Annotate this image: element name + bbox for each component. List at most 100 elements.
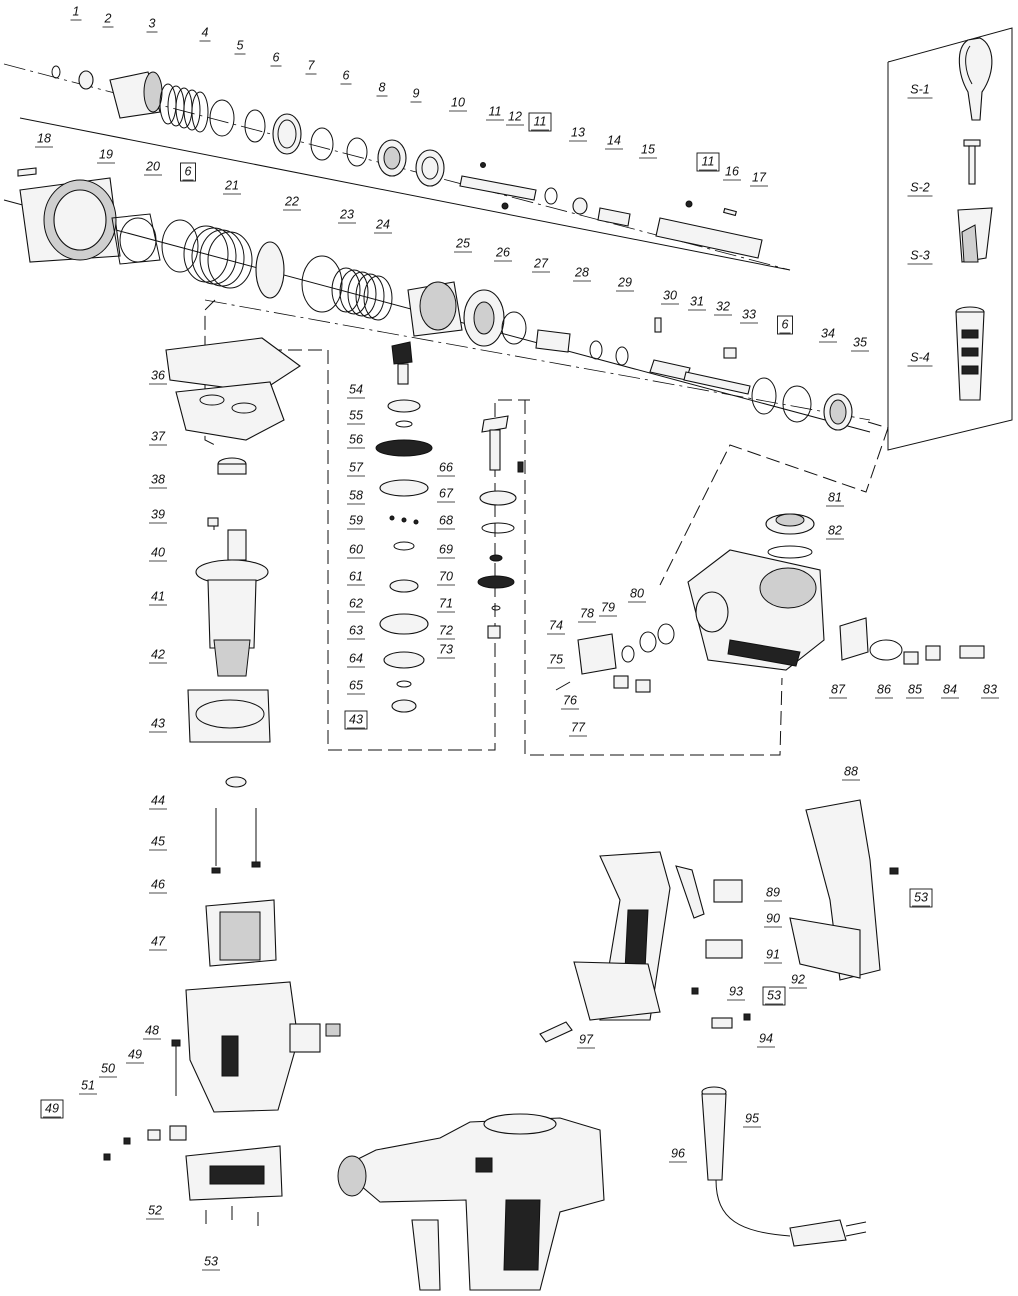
callout-43: 43 <box>149 716 167 733</box>
callout-label: 37 <box>151 429 166 443</box>
callout-label: 60 <box>349 542 363 556</box>
motor-column <box>103 337 341 1226</box>
callout-60: 60 <box>347 542 365 559</box>
callout-38: 38 <box>149 472 167 489</box>
callout-83: 83 <box>981 682 999 699</box>
side-handle-strap <box>958 37 993 121</box>
callout-label: 83 <box>983 682 997 696</box>
callout-label: 11 <box>489 104 502 118</box>
callout-39: 39 <box>149 507 167 524</box>
callout-box <box>696 152 720 172</box>
callout-52: 52 <box>146 1203 164 1220</box>
callout-label: 44 <box>151 793 165 807</box>
callout-label: 32 <box>716 299 730 313</box>
callout-label: 75 <box>549 652 563 666</box>
handle-assembly <box>539 799 899 1043</box>
callout-label: 16 <box>725 164 739 178</box>
callout-76: 76 <box>561 693 579 710</box>
callout-10: 10 <box>449 95 467 112</box>
callout-label: 95 <box>745 1111 759 1125</box>
callout-67: 67 <box>437 486 455 503</box>
callout-64: 64 <box>347 651 365 668</box>
callout-12: 12 <box>506 109 524 126</box>
callout-29: 29 <box>616 275 634 292</box>
callout-label: 26 <box>495 245 510 259</box>
callout-11: 11 <box>486 104 504 121</box>
callout-42: 42 <box>149 647 167 664</box>
callout-label: 6 <box>185 164 192 178</box>
callout-label: 42 <box>151 647 165 661</box>
callout-label: 97 <box>579 1032 594 1046</box>
callout-label: S-3 <box>910 248 930 262</box>
gear-column <box>375 341 524 713</box>
callout-box <box>528 112 552 132</box>
callout-35: 35 <box>851 335 869 352</box>
callout-label: 17 <box>752 170 767 184</box>
callout-77: 77 <box>569 720 587 737</box>
callout-11: 11 <box>528 112 552 132</box>
power-cord <box>701 1086 867 1247</box>
callout-label: 55 <box>349 408 363 422</box>
callout-label: 89 <box>766 885 780 899</box>
callout-51: 51 <box>79 1078 97 1095</box>
callout-31: 31 <box>688 294 706 311</box>
callout-49: 49 <box>126 1047 144 1064</box>
callout-65: 65 <box>347 678 365 695</box>
callout-label: 71 <box>439 596 453 610</box>
callout-24: 24 <box>374 217 392 234</box>
callout-label: 28 <box>574 265 589 279</box>
callout-label: 53 <box>914 890 928 904</box>
callout-label: 53 <box>767 988 781 1002</box>
callout-20: 20 <box>144 159 162 176</box>
callout-label: 53 <box>204 1254 218 1268</box>
callout-96: 96 <box>669 1146 687 1163</box>
callout-label: 57 <box>349 460 364 474</box>
callout-label: 7 <box>308 58 316 72</box>
callout-79: 79 <box>599 600 617 617</box>
callout-label: 2 <box>104 11 112 25</box>
callout-label: 12 <box>508 109 522 123</box>
second-row-parts <box>17 167 853 431</box>
callout-68: 68 <box>437 513 455 530</box>
callout-61: 61 <box>347 569 365 586</box>
callout-label: 43 <box>349 712 363 726</box>
callout-88: 88 <box>842 764 860 781</box>
callout-label: 78 <box>580 606 594 620</box>
callout-label: 23 <box>339 207 354 221</box>
callout-59: 59 <box>347 513 365 530</box>
callout-21: 21 <box>223 178 241 195</box>
callout-label: 38 <box>151 472 165 486</box>
callout-label: 9 <box>413 86 420 100</box>
callout-33: 33 <box>740 307 758 324</box>
callout-label: 59 <box>349 513 363 527</box>
callout-19: 19 <box>97 147 115 164</box>
callout-label: 86 <box>877 682 891 696</box>
callout-label: 81 <box>828 490 842 504</box>
callout-72: 72 <box>437 623 455 640</box>
callout-7: 7 <box>305 58 317 75</box>
callout-44: 44 <box>149 793 167 810</box>
callout-box <box>762 986 786 1006</box>
callout-93: 93 <box>727 984 745 1001</box>
callout-49: 49 <box>40 1099 64 1119</box>
callout-label: 20 <box>145 159 160 173</box>
callout-label: 11 <box>702 154 715 168</box>
callout-label: 29 <box>617 275 632 289</box>
callout-label: 70 <box>439 569 453 583</box>
callout-53: 53 <box>762 986 786 1006</box>
callout-69: 69 <box>437 542 455 559</box>
callout-label: 49 <box>128 1047 142 1061</box>
callout-26: 26 <box>494 245 512 262</box>
callout-label: 21 <box>224 178 239 192</box>
callout-30: 30 <box>661 288 679 305</box>
callout-86: 86 <box>875 682 893 699</box>
callout-82: 82 <box>826 523 844 540</box>
callout-label: 22 <box>284 194 299 208</box>
callout-s-4: S-4 <box>907 350 933 367</box>
depth-gauge <box>957 207 993 263</box>
callout-label: 91 <box>766 947 780 961</box>
callout-label: 43 <box>151 716 165 730</box>
callout-48: 48 <box>143 1023 161 1040</box>
callout-4: 4 <box>199 25 211 42</box>
